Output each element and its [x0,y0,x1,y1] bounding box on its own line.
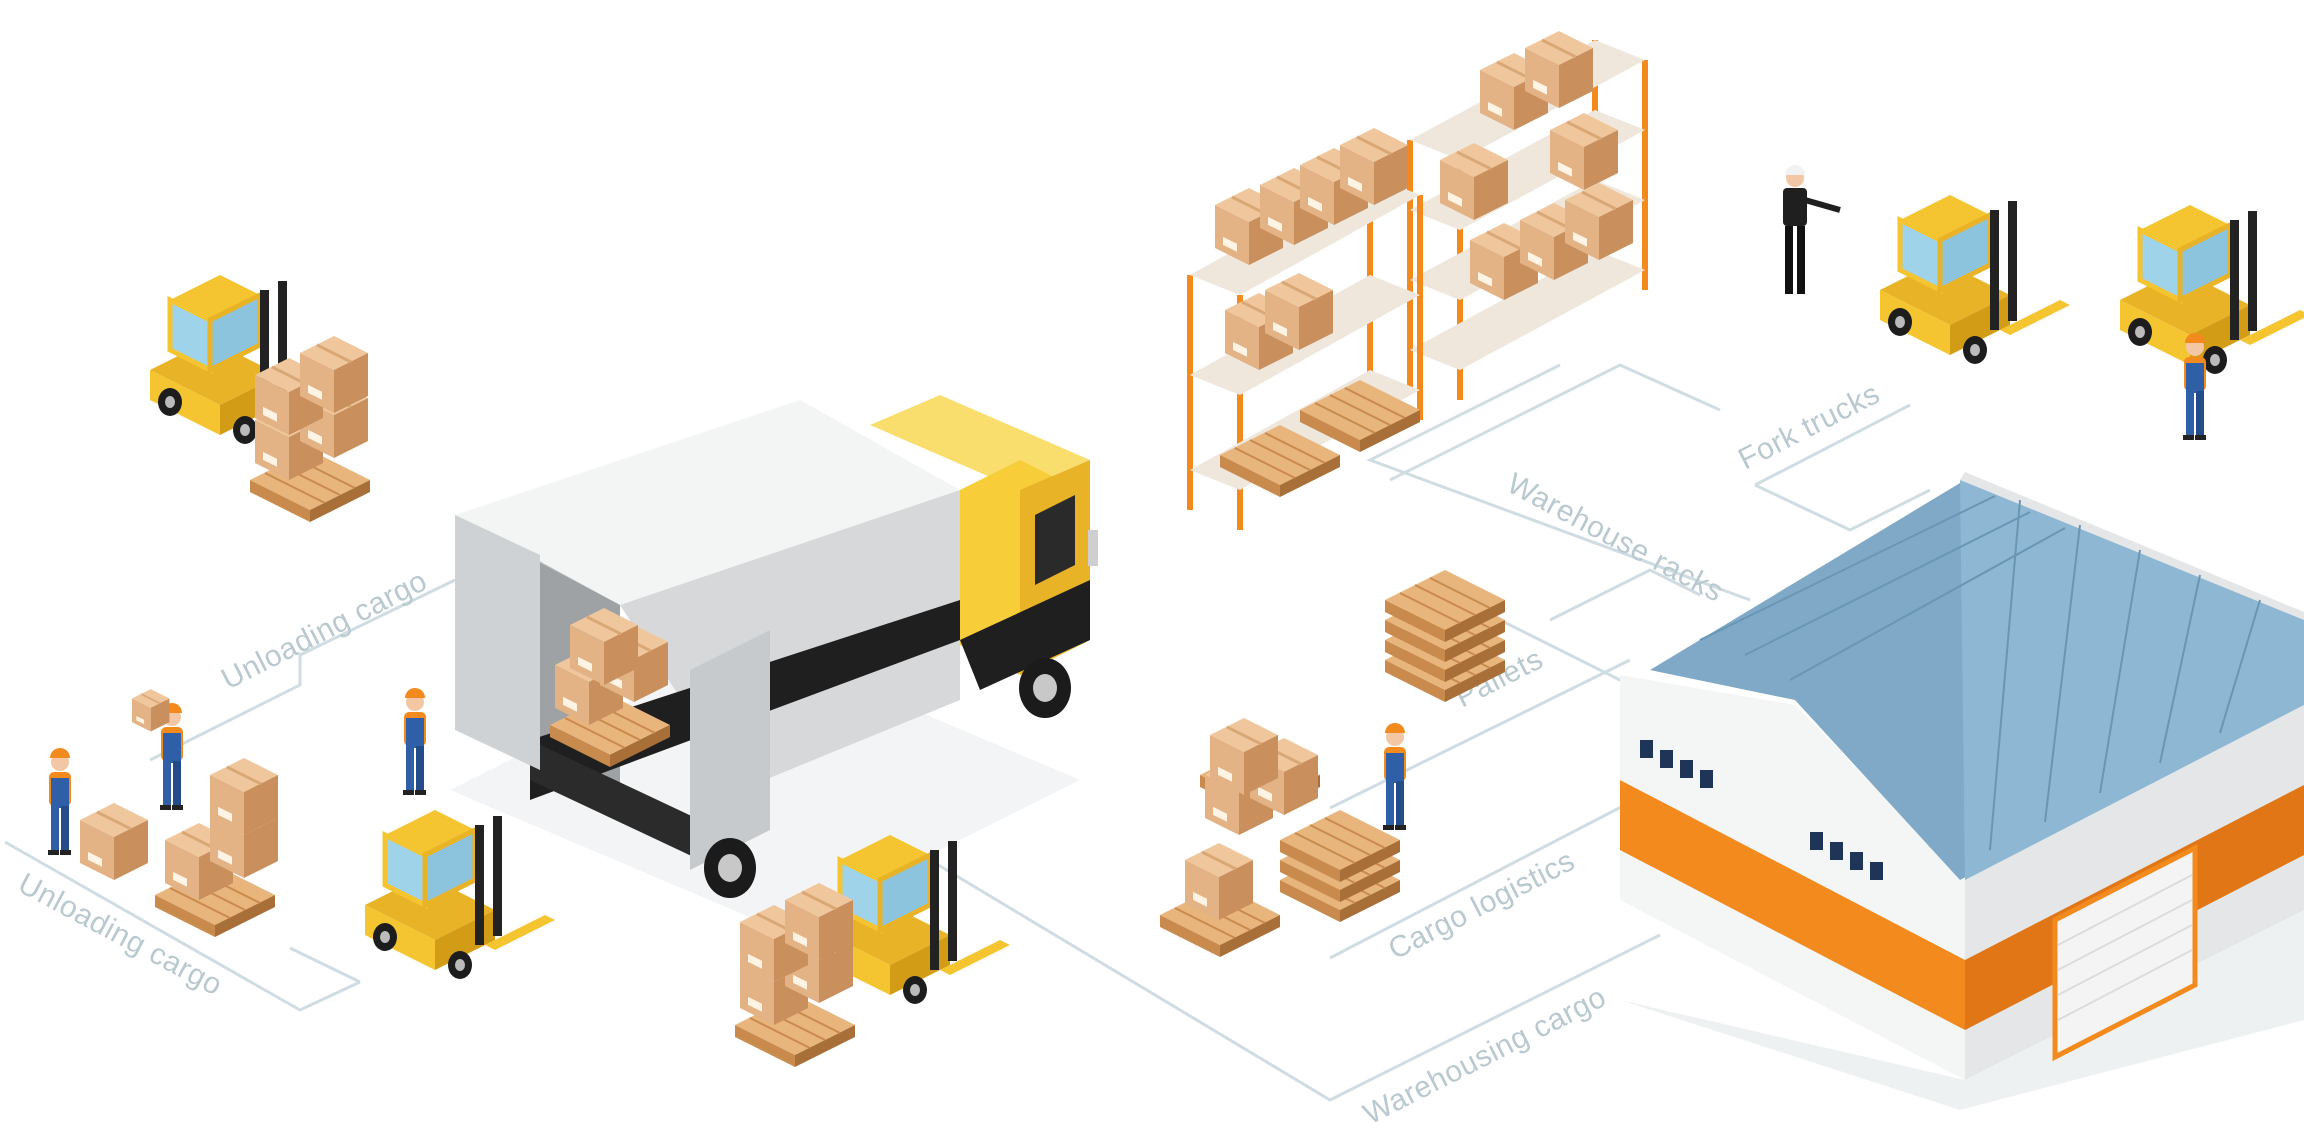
cargo-box-icon [131,688,171,733]
worker-icon [48,748,71,855]
fork-trucks-group [1783,165,2304,440]
forklift-icon [365,810,555,979]
worker-icon [1383,723,1406,830]
label-cargo-logistics: Cargo logistics [1383,844,1580,966]
forklift-icon [1880,195,2070,364]
worker-icon [2183,333,2206,440]
label-fork-trucks: Fork trucks [1733,377,1885,476]
truck-icon [450,395,1098,930]
label-warehousing-cargo: Warehousing cargo [1358,980,1611,1131]
forklift-icon [2120,205,2304,374]
forklift-with-cargo-top-left [150,275,371,523]
manager-icon [1783,165,1841,294]
label-unloading-cargo-top: Unloading cargo [216,564,432,696]
worker-icon [403,688,426,795]
rack-icon [1187,29,1648,530]
cargo-box-icon [78,801,150,882]
warehouse-icon [1620,472,2304,1110]
cargo-logistics-group [1159,716,1406,958]
